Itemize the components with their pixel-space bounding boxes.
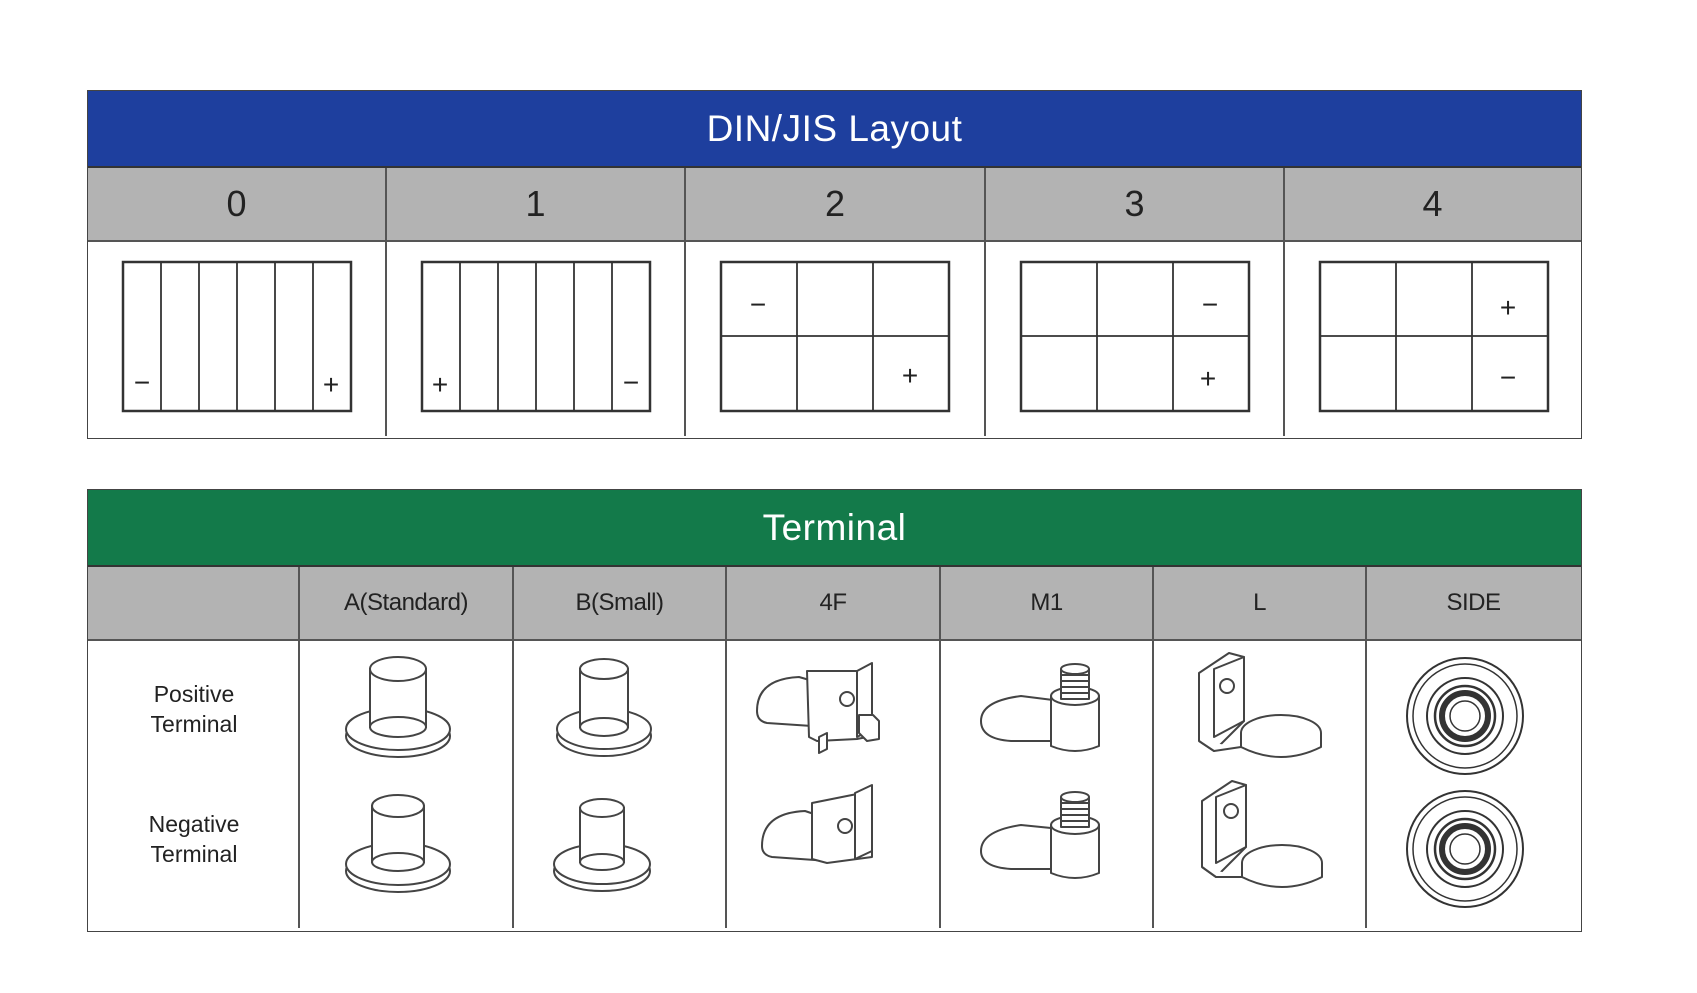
l-terminal-icon [1198,652,1323,888]
layout-header-3: 3 [986,168,1285,240]
layout-title: DIN/JIS Layout [88,91,1581,168]
small-post-icon [553,658,652,892]
layout-header-2: 2 [686,168,986,240]
terminal-cell-a-standard [300,641,514,928]
layout-header-0: 0 [88,168,387,240]
layout-header-4: 4 [1422,183,1443,224]
negative-label-line2: Terminal [150,841,238,867]
terminal-header-row: A(Standard) B(Small) 4F M1 L SIDE [88,567,1581,641]
terminal-header-b-small: B(Small) [514,567,727,639]
terminal-cell-l [1154,641,1367,928]
layout-cell-2: − + [686,242,986,436]
layout-header-1: 1 [387,168,686,240]
layout-diagram-row: − + + − − + [88,242,1581,436]
positive-symbol: + [1200,363,1216,394]
standard-post-icon [345,656,451,893]
4f-terminal-icon [756,662,880,864]
positive-symbol: + [1500,292,1516,323]
negative-symbol: − [1500,362,1516,393]
layout-cell-4: + − [1285,242,1580,436]
layout-1-diagram: + − [420,260,652,413]
layout-cell-1: + − [387,242,686,436]
negative-symbol: − [623,367,639,398]
terminal-cell-b-small [514,641,727,928]
positive-label-line1: Positive [153,681,235,707]
m1-bolt-terminal-icon [980,663,1100,879]
layout-2-diagram: − + [719,260,951,413]
terminal-header-a-standard: A(Standard) [300,567,514,639]
terminal-cell-m1 [941,641,1154,928]
terminal-cell-side [1367,641,1580,928]
negative-symbol: − [1202,289,1218,320]
terminal-body-row: Positive Terminal Negative Terminal [88,641,1581,928]
positive-symbol: + [902,360,918,391]
negative-symbol: − [134,367,150,398]
layout-3-diagram: − + [1019,260,1251,413]
positive-label-line2: Terminal [150,711,238,737]
side-terminal-icon [1406,657,1524,908]
terminal-header-blank [88,567,300,639]
terminal-table: Terminal A(Standard) B(Small) 4F M1 L SI… [87,489,1582,932]
terminal-header-side: SIDE [1446,589,1501,616]
layout-4-diagram: + − [1318,260,1550,413]
terminal-header-4f: 4F [727,567,941,639]
positive-symbol: + [323,369,339,400]
negative-terminal-label: Negative Terminal [88,809,300,869]
terminal-header-m1: M1 [941,567,1154,639]
positive-terminal-label: Positive Terminal [88,679,300,739]
layout-header-row: 0 1 2 3 4 [88,168,1581,242]
layout-cell-3: − + [986,242,1285,436]
negative-label-line1: Negative [148,811,240,837]
terminal-title: Terminal [88,490,1581,567]
terminal-header-l: L [1154,567,1367,639]
terminal-cell-4f [727,641,941,928]
terminal-label-cell: Positive Terminal Negative Terminal [88,641,300,928]
positive-symbol: + [432,369,448,400]
negative-symbol: − [750,289,766,320]
layout-cell-0: − + [88,242,387,436]
layout-0-diagram: − + [121,260,353,413]
layout-table: DIN/JIS Layout 0 1 2 3 4 − + [87,90,1582,439]
